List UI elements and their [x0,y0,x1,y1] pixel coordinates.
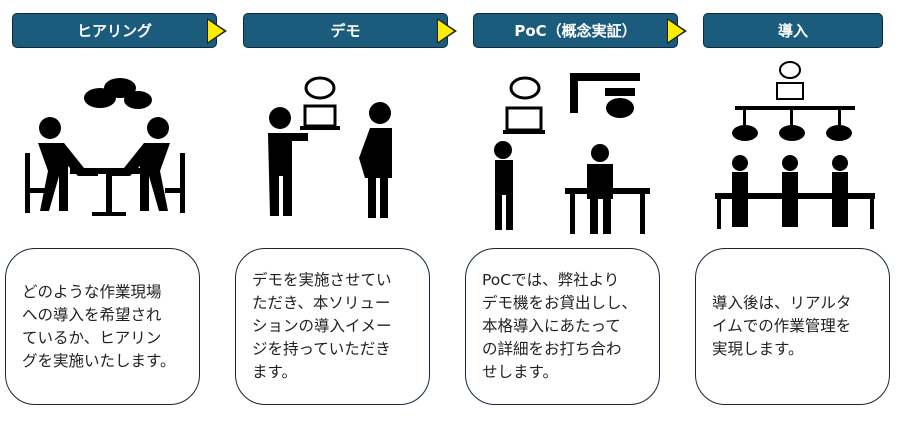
description-line: ジを持っていただき [252,340,391,358]
description-line: デモを実施させてい [252,271,392,289]
arrow-right-icon [437,18,457,44]
step-description-hearing: どのような作業現場 への導入を希望され ているか、ヒアリン グを実施いたします。 [5,248,200,405]
step-header-demo: デモ [243,13,448,48]
step-header-hearing: ヒアリング [12,13,217,48]
arrow-right-icon [207,18,227,44]
step-description-poc: PoCでは、弊社より デモ機をお貸出しし、 本格導入にあたって の詳細をお打ち合… [465,248,660,405]
description-line: 導入後は、リアルタ [712,294,852,312]
description-line: への導入を希望され [22,305,162,324]
description-line: デモ機をお貸出しし、 [482,294,638,312]
description-line: グを実施いたします。 [22,351,176,370]
demo-illustration-icon [268,76,392,218]
description-line: どのような作業現場 [22,282,162,301]
step-header-poc: PoC（概念実証） [473,13,678,48]
description-line: PoCでは、弊社より [482,271,620,289]
step-description-introduction: 導入後は、リアルタ イムでの作業管理を 実現します。 [695,248,890,405]
description-line: せします。 [482,363,558,381]
arrow-right-icon [667,18,687,44]
description-line: ます。 [252,363,297,381]
description-line: 本格導入にあたって [482,317,621,335]
description-line: の詳細をお打ち合わ [482,340,622,358]
description-line: ているか、ヒアリン [22,328,162,347]
description-line: ションの導入イメー [252,317,392,335]
introduction-illustration-icon [715,61,875,229]
description-line: 実現します。 [712,340,804,358]
meeting-illustration-icon [25,78,185,216]
description-line: イムでの作業管理を [712,317,852,335]
step-description-demo: デモを実施させてい ただき、本ソリュー ションの導入イメー ジを持っていただき … [235,248,430,405]
poc-illustration-icon [494,73,650,234]
step-header-introduction: 導入 [703,13,883,48]
description-line: ただき、本ソリュー [252,294,391,312]
